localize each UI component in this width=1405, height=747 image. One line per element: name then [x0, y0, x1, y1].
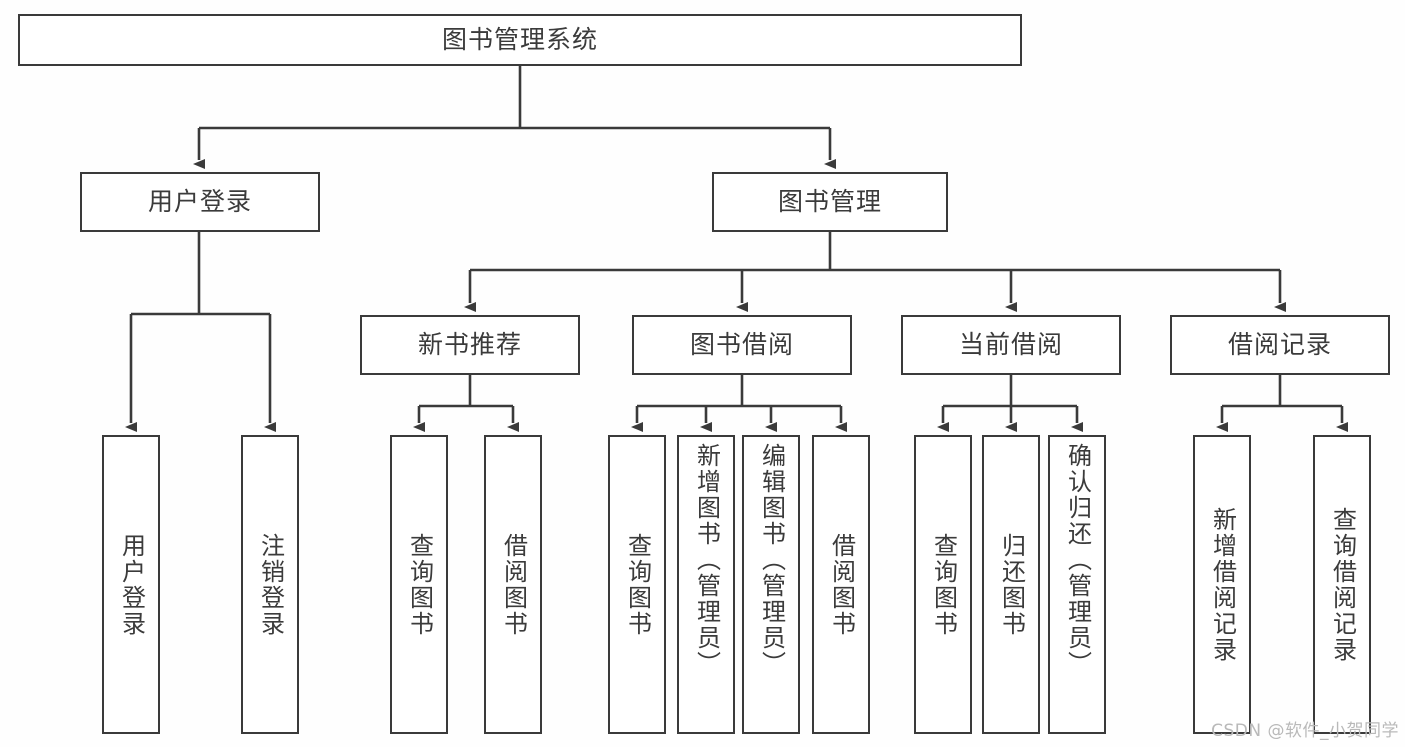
node-user-login[interactable]: 用户登录 — [80, 172, 320, 232]
leaf-borrow-edit-book-admin[interactable]: 编辑图书（管理员） — [742, 435, 800, 734]
leaf-label: 查询借阅记录 — [1328, 506, 1357, 663]
node-book-borrow-label: 图书借阅 — [689, 330, 794, 360]
leaf-new-book-borrow[interactable]: 借阅图书 — [484, 435, 542, 734]
leaf-borrow-add-book-admin[interactable]: 新增图书（管理员） — [677, 435, 735, 734]
leaf-borrow-borrow-book[interactable]: 借阅图书 — [812, 435, 870, 734]
leaf-label: 借阅图书 — [827, 532, 856, 637]
node-borrow-record[interactable]: 借阅记录 — [1170, 315, 1390, 375]
leaf-label: 查询图书 — [929, 532, 958, 637]
node-root[interactable]: 图书管理系统 — [18, 14, 1022, 66]
leaf-borrow-query-book[interactable]: 查询图书 — [608, 435, 666, 734]
node-new-book-recommend-label: 新书推荐 — [417, 330, 522, 360]
leaf-label: 借阅图书 — [499, 532, 528, 637]
leaf-label: 查询图书 — [623, 532, 652, 637]
leaf-label: 编辑图书（管理员） — [757, 443, 786, 677]
leaf-record-query[interactable]: 查询借阅记录 — [1313, 435, 1371, 734]
leaf-new-book-query[interactable]: 查询图书 — [390, 435, 448, 734]
leaf-user-login-login[interactable]: 用户登录 — [102, 435, 160, 734]
leaf-current-confirm-return-admin[interactable]: 确认归还（管理员） — [1048, 435, 1106, 734]
node-borrow-record-label: 借阅记录 — [1227, 330, 1332, 360]
leaf-label: 新增图书（管理员） — [692, 443, 721, 677]
node-book-management[interactable]: 图书管理 — [712, 172, 948, 232]
node-user-login-label: 用户登录 — [147, 187, 252, 217]
node-current-borrow-label: 当前借阅 — [958, 330, 1063, 360]
leaf-user-login-logout[interactable]: 注销登录 — [241, 435, 299, 734]
leaf-label: 确认归还（管理员） — [1063, 443, 1092, 677]
leaf-label: 查询图书 — [405, 532, 434, 637]
node-root-label: 图书管理系统 — [441, 25, 598, 55]
leaf-label: 归还图书 — [997, 532, 1026, 637]
leaf-label: 用户登录 — [117, 532, 146, 637]
node-current-borrow[interactable]: 当前借阅 — [901, 315, 1121, 375]
node-book-management-label: 图书管理 — [777, 187, 882, 217]
node-book-borrow[interactable]: 图书借阅 — [632, 315, 852, 375]
leaf-label: 注销登录 — [256, 532, 285, 637]
watermark: CSDN @软件_小贺同学 — [1211, 721, 1399, 741]
leaf-current-return-book[interactable]: 归还图书 — [982, 435, 1040, 734]
leaf-label: 新增借阅记录 — [1208, 506, 1237, 663]
node-new-book-recommend[interactable]: 新书推荐 — [360, 315, 580, 375]
leaf-record-add[interactable]: 新增借阅记录 — [1193, 435, 1251, 734]
leaf-current-query-book[interactable]: 查询图书 — [914, 435, 972, 734]
